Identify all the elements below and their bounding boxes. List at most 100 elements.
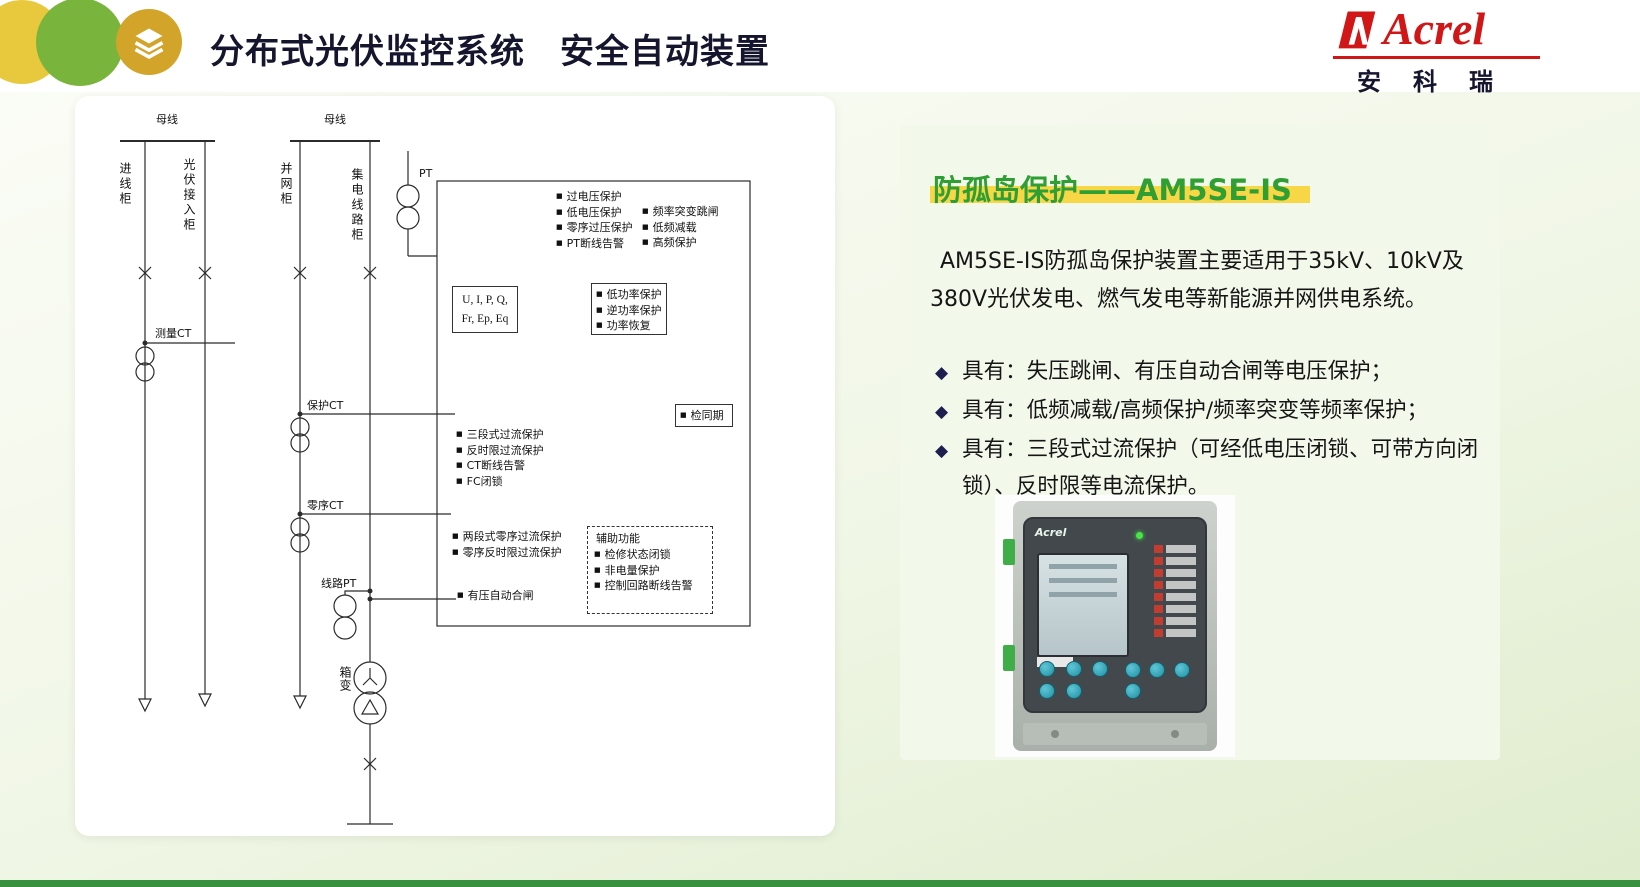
feature-bullet: 具有：失压跳闸、有压自动合闸等电压保护； <box>935 353 1497 392</box>
protection-item: 低频减载 <box>642 220 719 236</box>
lcd-content-line <box>1049 578 1117 583</box>
device-body: Acrel <box>1013 501 1217 751</box>
protection-item: 逆功率保护 <box>596 303 662 319</box>
navigation-keypad <box>1039 661 1113 699</box>
aux-box-title: 辅助功能 <box>596 532 640 545</box>
terminal-clip <box>1003 645 1015 671</box>
device-button <box>1149 662 1166 678</box>
protect-ct-label: 保护CT <box>307 399 344 412</box>
status-indicator <box>1154 557 1196 565</box>
status-indicator-column <box>1154 545 1196 637</box>
box-transformer-symbol <box>353 661 387 725</box>
screw-hole <box>1051 730 1059 738</box>
title-highlight-bar <box>930 186 1310 203</box>
run-led-indicator <box>1136 532 1143 539</box>
lcd-screen <box>1037 553 1129 657</box>
sync-check-list: 检同期 <box>680 408 728 424</box>
anti-islanding-info-card: 防孤岛保护——AM5SE-IS AM5SE-IS防孤岛保护装置主要适用于35kV… <box>900 125 1500 760</box>
feeder-lines <box>144 141 393 825</box>
single-line-diagram-graphics <box>120 140 751 825</box>
auto-reclose-list: 有压自动合闸 <box>457 588 534 604</box>
device-button <box>1092 661 1109 677</box>
protection-item: 检同期 <box>680 408 728 424</box>
device-small-label <box>1037 657 1073 667</box>
frequency-protection-list: 频率突变跳闸 低频减载 高频保护 <box>642 204 719 251</box>
decor-circle-green <box>36 0 124 86</box>
brand-name: Acrel <box>1383 3 1486 54</box>
brand-name-chinese: 安科瑞 <box>1357 68 1525 96</box>
feeder-label-grid-tie: 并网柜 <box>279 162 293 207</box>
status-indicator <box>1154 617 1196 625</box>
protection-item: 功率恢复 <box>596 318 662 334</box>
current-protection-list: 三段式过流保护 反时限过流保护 CT断线告警 FC闭锁 <box>456 427 544 489</box>
page-header: 分布式光伏监控系统 安全自动装置 Acrel 安科瑞 <box>0 0 1640 96</box>
measurement-line: U, I, P, Q, <box>462 294 508 306</box>
device-base <box>1023 723 1207 745</box>
measurement-line: Fr, Ep, Eq <box>461 313 509 325</box>
line-pt-label: 线路PT <box>321 577 357 590</box>
aux-function-list: 检修状态闭锁 非电量保护 控制回路断线告警 <box>594 547 706 594</box>
protection-item: 有压自动合闸 <box>457 588 534 604</box>
protection-item: 低功率保护 <box>596 287 662 303</box>
measure-ct-symbol <box>135 340 235 382</box>
feature-text: 具有：失压跳闸、有压自动合闸等电压保护； <box>962 359 1393 384</box>
status-indicator <box>1154 629 1196 637</box>
protection-item: 检修状态闭锁 <box>594 547 706 563</box>
zero-seq-ct-symbol <box>290 511 451 553</box>
device-button <box>1039 683 1055 699</box>
measurement-quantities-box: U, I, P, Q, Fr, Ep, Eq <box>452 286 518 333</box>
am5se-device-image: Acrel <box>995 495 1235 757</box>
protection-box-outline <box>436 180 751 627</box>
measure-ct-label: 测量CT <box>155 327 192 340</box>
zero-seq-ct-label: 零序CT <box>307 499 344 512</box>
line-pt-symbol <box>333 588 456 640</box>
section-title: 防孤岛保护——AM5SE-IS <box>933 173 1292 207</box>
device-button <box>1065 661 1082 677</box>
feature-bullet: 具有：三段式过流保护（可经低电压闭锁、可带方向闭锁）、反时限等电流保护。 <box>935 431 1497 505</box>
busbar-label: 母线 <box>156 113 178 126</box>
device-front-panel: Acrel <box>1023 517 1207 713</box>
status-indicator <box>1154 545 1196 553</box>
page-title: 分布式光伏监控系统 安全自动装置 <box>210 32 770 72</box>
protection-item: 两段式零序过流保护 <box>452 529 562 545</box>
load-arrows <box>138 693 307 713</box>
diamond-bullet-icon <box>935 392 948 431</box>
intro-paragraph: AM5SE-IS防孤岛保护装置主要适用于35kV、10kV及380V光伏发电、燃… <box>930 249 1464 312</box>
device-button <box>1125 662 1141 678</box>
auxiliary-function-box: 辅助功能 检修状态闭锁 非电量保护 控制回路断线告警 <box>587 526 713 614</box>
voltage-protection-list: 过电压保护 低电压保护 零序过压保护 PT断线告警 <box>556 189 633 251</box>
terminal-clip <box>1003 539 1015 565</box>
protection-item: 频率突变跳闸 <box>642 204 719 220</box>
bus-pt-symbol <box>396 151 437 257</box>
screw-hole <box>1171 730 1179 738</box>
acrel-logo: Acrel 安科瑞 <box>1333 5 1548 97</box>
breaker-x-symbols <box>138 266 377 771</box>
device-button <box>1173 662 1190 678</box>
feeder-label-pv-access: 光伏接入柜 <box>182 158 196 233</box>
protect-ct-symbol <box>290 411 455 453</box>
power-protection-list: 低功率保护 逆功率保护 功率恢复 <box>596 287 662 334</box>
single-line-diagram-card: 母线 母线 进线柜 光伏接入柜 并网柜 集电线路柜 PT 测量CT 保护CT 零… <box>75 96 835 836</box>
feature-bullet-list: 具有：失压跳闸、有压自动合闸等电压保护； 具有：低频减载/高频保护/频率突变等频… <box>935 353 1497 505</box>
feature-text: 具有：低频减载/高频保护/频率突变等频率保护； <box>962 398 1429 423</box>
protection-item: 低电压保护 <box>556 205 633 221</box>
device-brand-label: Acrel <box>1035 526 1067 539</box>
layers-icon <box>134 28 164 60</box>
acrel-logo-icon <box>1338 11 1376 49</box>
box-transformer-label: 箱变 <box>338 666 352 692</box>
pt-label: PT <box>419 167 433 180</box>
protection-item: 控制回路断线告警 <box>594 578 706 594</box>
protection-item: 零序反时限过流保护 <box>452 545 562 561</box>
protection-item: 三段式过流保护 <box>456 427 544 443</box>
busbar-label: 母线 <box>324 113 346 126</box>
diamond-bullet-icon <box>935 353 948 392</box>
function-keypad <box>1125 662 1193 699</box>
protection-item: 高频保护 <box>642 235 719 251</box>
device-button <box>1065 683 1082 699</box>
status-indicator <box>1154 593 1196 601</box>
sync-check-box: 检同期 <box>675 404 733 427</box>
device-button <box>1039 661 1055 677</box>
brand-underline <box>1333 56 1540 59</box>
zero-seq-protection-list: 两段式零序过流保护 零序反时限过流保护 <box>452 529 562 560</box>
status-indicator <box>1154 581 1196 589</box>
